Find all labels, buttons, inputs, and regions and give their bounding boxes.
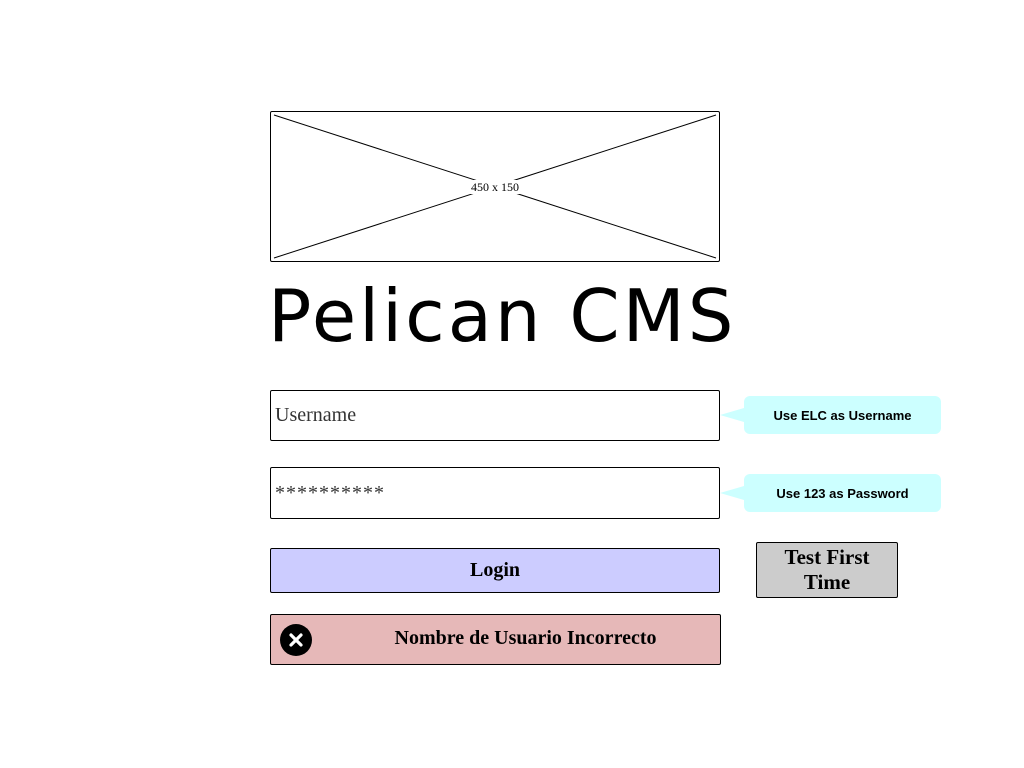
logo-image-placeholder: 450 x 150: [270, 111, 720, 262]
error-message: Nombre de Usuario Incorrecto: [394, 627, 657, 649]
password-hint-tooltip: Use 123 as Password: [720, 474, 941, 512]
close-circle-icon[interactable]: [280, 624, 312, 656]
test-first-time-button[interactable]: Test First Time: [756, 542, 898, 598]
username-input[interactable]: [270, 390, 720, 441]
placeholder-size-label: 450 x 150: [271, 180, 719, 195]
app-title: Pelican CMS: [268, 274, 737, 358]
login-button[interactable]: Login: [270, 548, 720, 593]
x-mark-icon: [289, 633, 303, 647]
placeholder-size-text: 450 x 150: [470, 180, 520, 194]
password-hint-text: Use 123 as Password: [776, 485, 909, 501]
error-alert: Nombre de Usuario Incorrecto: [270, 614, 721, 665]
password-input[interactable]: [270, 467, 720, 519]
username-hint-text: Use ELC as Username: [773, 407, 912, 423]
username-hint-tooltip: Use ELC as Username: [720, 396, 941, 434]
